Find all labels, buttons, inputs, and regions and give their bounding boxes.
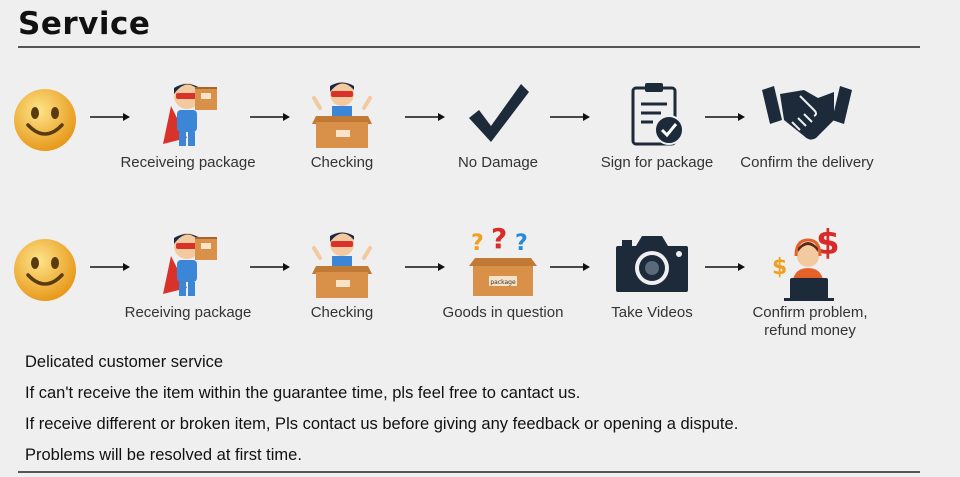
step-label-line2: refund money	[764, 322, 856, 339]
superhero-with-box-icon	[163, 83, 217, 146]
arrow-icon	[90, 113, 130, 121]
svg-text:?: ?	[491, 226, 507, 255]
title-divider	[18, 46, 920, 48]
step-label: Take Videos	[611, 304, 693, 321]
svg-text:?: ?	[471, 231, 484, 256]
step-receiving-package: Receiveing package	[113, 76, 263, 172]
clipboard-check-icon	[631, 83, 684, 146]
checkmark-icon	[469, 84, 529, 142]
delivery-flow-row: Receiveing package Checking No Damage	[0, 72, 960, 202]
arrow-icon	[250, 113, 290, 121]
arrow-icon	[705, 263, 745, 271]
arrow-icon	[705, 113, 745, 121]
camera-icon	[616, 236, 688, 292]
step-confirm-delivery: Confirm the delivery	[732, 80, 882, 172]
step-sign-for-package: Sign for package	[582, 80, 732, 172]
page-title: Service	[18, 6, 151, 42]
svg-text:?: ?	[515, 231, 528, 256]
svg-text:$: $	[816, 223, 840, 263]
arrow-icon	[90, 263, 130, 271]
step-label: Checking	[310, 304, 374, 321]
note-line: Delicated customer service	[25, 353, 224, 371]
step-receiving-package: Receiving package	[113, 226, 263, 322]
step-label: Receiveing package	[120, 154, 256, 171]
handshake-icon	[762, 86, 852, 140]
box-question-icon: ? ? ? package	[469, 226, 537, 296]
smiley-icon	[14, 89, 76, 151]
support-agent-dollar-icon: $ $	[772, 223, 840, 301]
step-label: Confirm the delivery	[740, 154, 874, 171]
smiley-icon	[14, 239, 76, 301]
step-label-line1: Confirm problem,	[752, 304, 868, 321]
step-label: Confirm problem, refund money	[735, 304, 885, 340]
svg-text:$: $	[772, 255, 787, 280]
note-line: If receive different or broken item, Pls…	[25, 415, 739, 433]
step-take-videos: Take Videos	[577, 230, 727, 322]
step-label: No Damage	[457, 154, 539, 171]
step-goods-in-question: ? ? ? package Goods in question	[428, 226, 578, 322]
step-checking: Checking	[267, 226, 417, 322]
superhero-in-box-icon	[312, 232, 372, 298]
note-line: If can't receive the item within the gua…	[25, 384, 581, 402]
superhero-in-box-icon	[312, 82, 372, 148]
step-label: Checking	[310, 154, 374, 171]
bottom-divider	[18, 471, 920, 473]
arrow-icon	[405, 113, 445, 121]
arrow-icon	[550, 113, 590, 121]
service-notes: Delicated customer service If can't rece…	[25, 352, 738, 476]
arrow-icon	[405, 263, 445, 271]
arrow-icon	[250, 263, 290, 271]
problem-flow-row: Receiving package Checking ? ? ? package…	[0, 222, 960, 352]
superhero-with-box-icon	[163, 233, 217, 296]
step-label: Receiving package	[124, 304, 252, 321]
step-label: Goods in question	[442, 304, 564, 321]
note-line: Problems will be resolved at first time.	[25, 446, 302, 464]
box-label: package	[490, 279, 516, 286]
step-confirm-problem-refund: $ $ Confirm problem, refund money	[735, 222, 885, 340]
step-checking: Checking	[267, 76, 417, 172]
step-label: Sign for package	[600, 154, 714, 171]
step-no-damage: No Damage	[423, 80, 573, 172]
arrow-icon	[550, 263, 590, 271]
